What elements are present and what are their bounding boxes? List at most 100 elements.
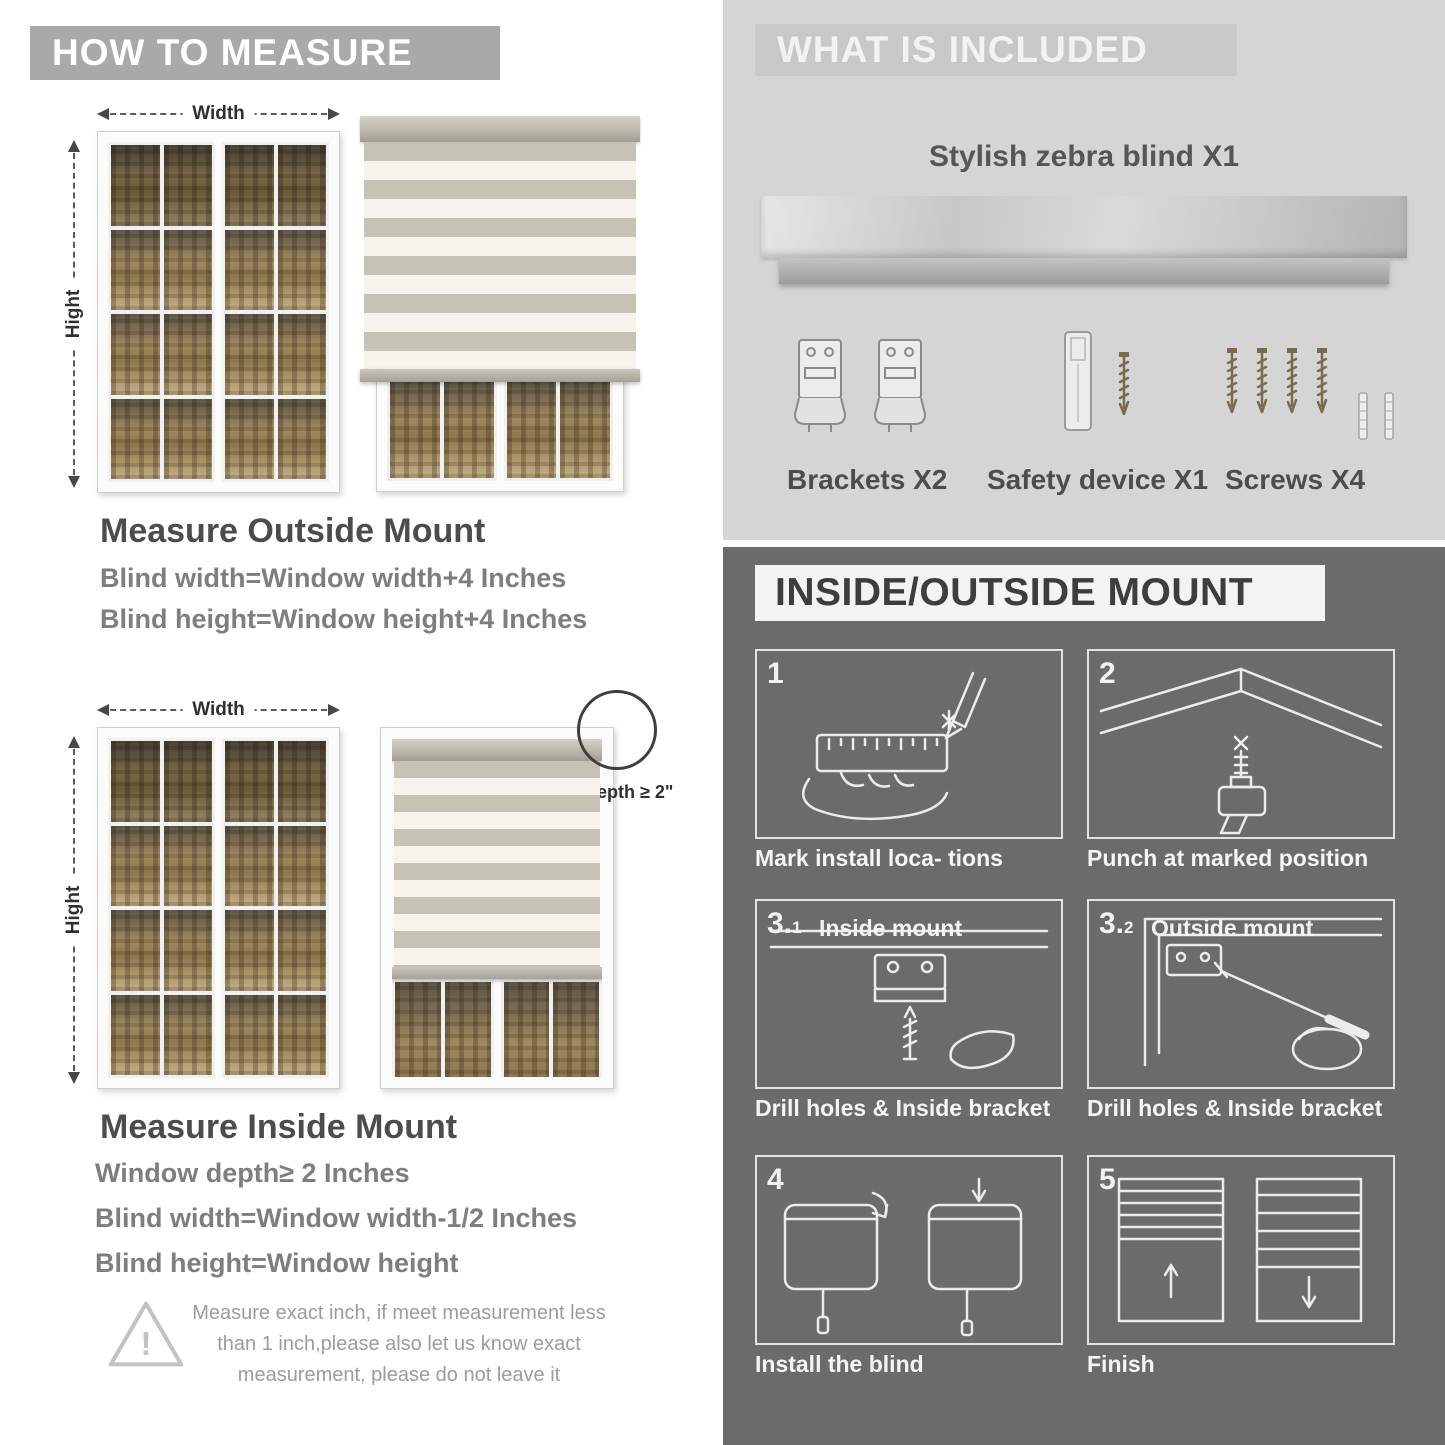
screw-icon [1316,348,1328,414]
width-arrow-label: Width [182,700,255,719]
blind-fabric [394,761,600,967]
window-pane [277,825,326,906]
measure-inside-title: Measure Inside Mount [100,1108,458,1146]
blind-scene-outside [360,116,640,492]
window-pane [163,229,212,310]
window-pane [163,825,212,906]
window-pane [111,910,160,991]
screw-icon [1118,352,1130,416]
window-pane [225,314,274,395]
step-panel-4: 4 [755,1155,1063,1345]
window-sash [222,142,329,482]
blind-headrail-illustration [761,196,1407,258]
outside-formula-height: Blind height=Window height+4 Inches [100,604,588,634]
window-pane [277,994,326,1075]
step-panel-3-2: 3.2 Outside mount [1087,899,1395,1089]
window-pane [444,982,491,1077]
width-arrow: Width [97,104,340,123]
window-pane [163,398,212,479]
window-sashes [108,142,329,482]
warning-text: Measure exact inch, if meet measurement … [192,1302,606,1386]
step-number: 5 [1099,1163,1116,1196]
blind-product-label: Stylish zebra blind X1 [928,140,1240,173]
wall-anchor-icon [1358,392,1368,440]
step-caption-1: Mark install loca- tions [755,845,1003,871]
window-illustration-outside [97,131,340,493]
screw-icon [1226,348,1238,414]
window-pane [503,982,550,1077]
width-arrow: Width [97,700,340,719]
window-sash [500,979,602,1077]
inside-outside-mount-title: INSIDE/OUTSIDE MOUNT [775,571,1254,614]
window-pane [163,994,212,1075]
window-pane [225,145,274,226]
step-number: 3.2 [1099,907,1134,940]
window-pane [277,314,326,395]
inside-bracket-illustration [769,929,1049,1070]
window-pane [553,982,599,1077]
window-pane [111,741,160,822]
height-arrow: Hight [63,140,85,488]
step-number: 1 [767,657,784,690]
height-arrow-label: Hight [63,279,85,349]
window-illustration-inside [97,727,340,1089]
zebra-blind-illustration [392,739,602,979]
step-panel-3-1: 3.1 Inside mount [755,899,1063,1089]
install-blind-illustration [783,1177,1023,1337]
what-is-included-banner: WHAT IS INCLUDED [755,24,1237,76]
how-to-measure-title: HOW TO MEASURE [52,32,413,73]
screws-label: Screws X4 [1225,464,1366,495]
step-number: 2 [1099,657,1116,690]
screw-icon [1256,348,1268,414]
window-pane [163,145,212,226]
step-title: Inside mount [819,915,963,941]
zebra-blind-illustration [360,116,640,382]
brackets-label: Brackets X2 [787,464,948,495]
window-pane [111,994,160,1075]
window-pane [443,381,494,478]
height-arrow: Hight [63,736,85,1084]
inside-formula-width: Blind width=Window width-1/2 Inches [95,1203,578,1233]
window-pane [163,741,212,822]
window-pane [277,398,326,479]
window-pane [163,910,212,991]
what-is-included-title: WHAT IS INCLUDED [777,29,1148,70]
blind-bottom-rail [392,967,602,979]
blind-bottom-rail [360,369,640,382]
wall-anchor-icon [1384,392,1394,440]
step-caption-2: Punch at marked position [1087,845,1369,871]
safety-device-label: Safety device X1 [987,464,1209,495]
window-sash [392,979,494,1077]
step-caption-3-1: Drill holes & Inside bracket [755,1095,1051,1121]
bracket-icon [873,339,927,432]
window-pane [111,398,160,479]
inside-formula-height: Blind height=Window height [95,1248,459,1278]
outside-bracket-illustration [1143,917,1383,1071]
window-pane [560,381,610,478]
mount-guide-section: INSIDE/OUTSIDE MOUNT 1 Mark install loca… [723,547,1445,1445]
step-caption-4: Install the blind [755,1351,924,1377]
step-caption-3-2: Drill holes & Inside bracket [1087,1095,1383,1121]
blind-bottomrail-illustration [779,258,1389,284]
height-arrow-label: Hight [63,875,85,945]
window-pane [277,910,326,991]
window-pane [277,145,326,226]
step-title: Outside mount [1151,915,1314,941]
window-frame [380,727,614,1089]
step-panel-1: 1 [755,649,1063,839]
window-sash [222,738,329,1078]
window-pane [225,825,274,906]
depth-callout-label: Depth ≥ 2" [584,782,674,802]
window-pane [277,229,326,310]
window-pane [225,994,274,1075]
window-pane [506,381,557,478]
window-pane [163,314,212,395]
blind-fabric [364,142,636,369]
width-arrow-label: Width [182,104,255,123]
screw-icon [1286,348,1298,414]
finish-illustration [1117,1177,1363,1323]
window-pane [390,381,440,478]
step-caption-5: Finish [1087,1351,1155,1377]
window-pane [277,741,326,822]
window-pane [225,741,274,822]
